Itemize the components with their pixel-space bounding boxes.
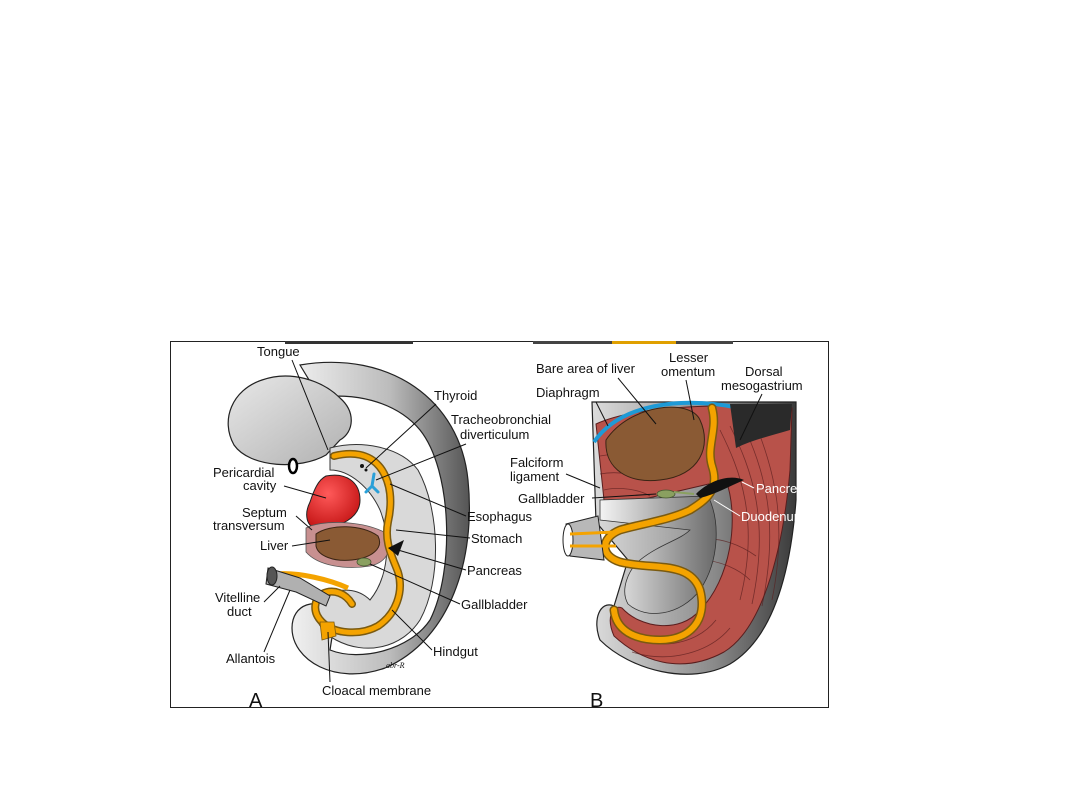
- panel-b-peritoneal-cavity: [599, 495, 717, 614]
- label-dorsal-1: Dorsal: [745, 364, 783, 379]
- svg-text:abr-R: abr-R: [386, 661, 405, 670]
- label-tracheobronchial-2: diverticulum: [460, 427, 529, 442]
- label-vitelline-2: duct: [227, 604, 252, 619]
- panel-b-bile-duct: [673, 491, 695, 495]
- embryo-head: [227, 375, 352, 466]
- label-esophagus: Esophagus: [467, 509, 533, 524]
- liver: [315, 526, 380, 561]
- panel-a: [227, 361, 470, 675]
- top-edge-strip-a: [285, 341, 413, 344]
- panel-b-vitelline-opening: [562, 523, 574, 557]
- label-allantois: Allantois: [226, 651, 276, 666]
- pancreas-shape: [388, 540, 404, 556]
- label-septum-2: transversum: [213, 518, 285, 533]
- label-liver: Liver: [260, 538, 289, 553]
- label-hindgut: Hindgut: [433, 644, 478, 659]
- vitelline-opening: [266, 566, 278, 586]
- vitelline-stalk: [265, 567, 331, 607]
- label-pericardial-1: Pericardial: [213, 465, 275, 480]
- gallbladder-shape: [356, 557, 372, 567]
- panel-a-labels: Tongue Thyroid Tracheobronchial divertic…: [213, 344, 551, 712]
- label-falciform-2: ligament: [510, 469, 560, 484]
- embryo-body-outer: [291, 361, 470, 675]
- panel-b-pancreas: [696, 477, 744, 498]
- label-bare-area: Bare area of liver: [536, 361, 636, 376]
- label-gallbladder: Gallbladder: [461, 597, 528, 612]
- label-lesser-2: omentum: [661, 364, 715, 379]
- panel-b-vitelline-duct: [569, 530, 617, 548]
- label-thyroid: Thyroid: [434, 388, 477, 403]
- tracheobronchial-diverticulum: [364, 472, 380, 494]
- thyroid-marker-2: [364, 468, 368, 472]
- label-cloacal-membrane: Cloacal membrane: [322, 683, 431, 698]
- panel-letter-a: A: [249, 690, 263, 712]
- panel-b-gut-lumen: [602, 405, 718, 644]
- label-pericardial-2: cavity: [243, 478, 277, 493]
- panel-b-liver: [605, 406, 705, 482]
- eye-icon: [287, 457, 299, 475]
- thyroid-marker: [360, 464, 364, 468]
- panel-letter-b: B: [590, 690, 603, 712]
- label-septum-1: Septum: [242, 505, 287, 520]
- panel-b: [562, 400, 797, 675]
- label-stomach: Stomach: [471, 531, 522, 546]
- label-diaphragm: Diaphragm: [536, 385, 600, 400]
- label-pancreas: Pancreas: [467, 563, 522, 578]
- panel-b-gallbladder: [656, 489, 676, 499]
- diaphragm-band: [592, 400, 741, 444]
- label-vitelline-1: Vitelline: [215, 590, 260, 605]
- label-tracheobronchial-1: Tracheobronchial: [451, 412, 551, 427]
- dorsal-mesogastrium: [730, 404, 792, 448]
- label-tongue: Tongue: [257, 344, 300, 359]
- label-gallbladder-b: Gallbladder: [518, 491, 585, 506]
- label-duodenum: Duodenum: [741, 509, 805, 524]
- top-edge-accent-b: [612, 341, 676, 344]
- label-falciform-1: Falciform: [510, 455, 563, 470]
- label-lesser-1: Lesser: [669, 350, 709, 365]
- cloacal-membrane: [319, 621, 337, 641]
- panel-b-labels: Bare area of liver Lesser omentum Dorsal…: [510, 350, 811, 712]
- label-pancreas-b: Pancreas: [756, 481, 811, 496]
- label-dorsal-2: mesogastrium: [721, 378, 803, 393]
